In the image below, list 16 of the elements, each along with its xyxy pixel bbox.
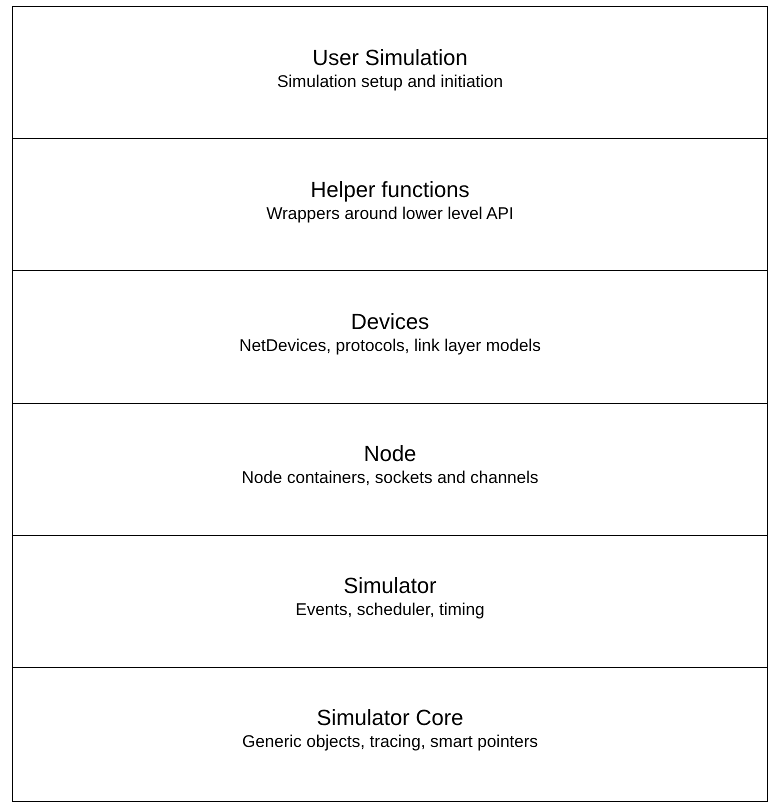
- layer-description: Simulation setup and initiation: [277, 70, 503, 93]
- layer-description: Events, scheduler, timing: [296, 599, 484, 622]
- layer-box: [12, 270, 768, 406]
- layer-title: Helper functions: [310, 176, 470, 203]
- layer-title: Devices: [350, 308, 430, 335]
- layer-box: [12, 534, 768, 670]
- layer-title: Node: [364, 441, 416, 468]
- layer-box: [12, 402, 768, 538]
- layer-title: User Simulation: [312, 44, 468, 71]
- layer-description: NetDevices, protocols, link layer models: [239, 334, 541, 357]
- layer-description: Generic objects, tracing, smart pointers: [242, 731, 538, 754]
- layer-description: Node containers, sockets and channels: [242, 467, 538, 490]
- layer-description: Wrappers around lower level API: [266, 202, 514, 225]
- layer-title: Simulator Core: [316, 705, 464, 732]
- layer-title: Simulator: [344, 573, 436, 600]
- layer-box: [12, 666, 768, 802]
